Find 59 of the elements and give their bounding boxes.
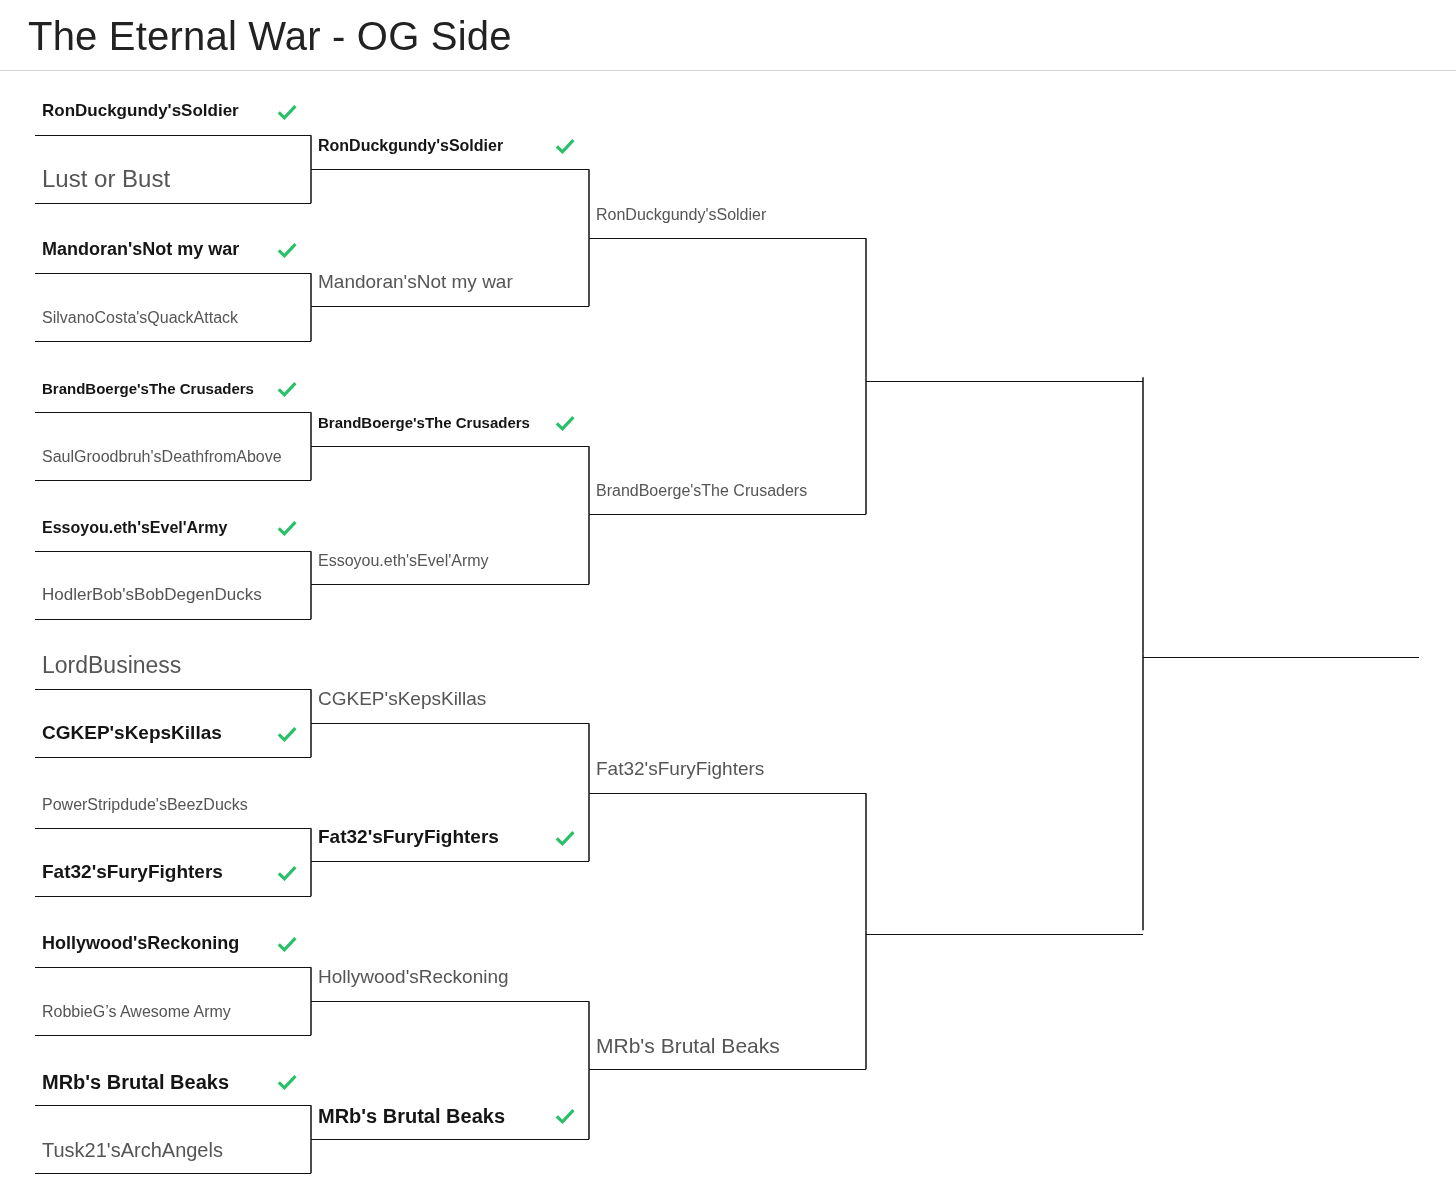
team-name: RonDuckgundy'sSoldier: [596, 204, 767, 225]
bracket-connector: [310, 1138, 312, 1174]
team-name: Essoyou.eth'sEvel'Army: [42, 517, 228, 538]
team-name: CGKEP'sKepsKillas: [42, 722, 222, 745]
bracket-connector: [310, 1000, 312, 1036]
bracket-connector: [310, 583, 312, 620]
bracket-connector: [310, 1104, 312, 1140]
bracket-connector: [310, 966, 312, 1002]
bracket-connector: [310, 411, 312, 447]
bracket-connector: [310, 827, 312, 862]
bracket-connector: [310, 272, 312, 307]
bracket-connector: [588, 722, 590, 794]
team-name: CGKEP'sKepsKillas: [318, 688, 487, 711]
bracket-connector: [865, 376, 867, 515]
page-title: The Eternal War - OG Side: [28, 13, 512, 60]
bracket-connector: [588, 168, 590, 239]
team-name: MRb's Brutal Beaks: [596, 1032, 780, 1059]
bracket-connector: [310, 445, 312, 481]
team-name: BrandBoerge'sThe Crusaders: [318, 413, 530, 432]
bracket-connector: [588, 792, 590, 862]
team-name: Mandoran'sNot my war: [42, 238, 240, 261]
bracket-connector: [588, 237, 590, 307]
bracket-connector: [310, 134, 312, 170]
team-name: Essoyou.eth'sEvel'Army: [318, 550, 489, 571]
bracket-connector: [310, 722, 312, 758]
team-name: MRb's Brutal Beaks: [42, 1069, 230, 1094]
bracket-connector: [310, 860, 312, 897]
bracket-connector: [865, 792, 867, 931]
bracket-connector: [310, 305, 312, 342]
team-name: Tusk21'sArchAngels: [42, 1137, 223, 1162]
team-name: RonDuckgundy'sSoldier: [42, 101, 239, 122]
team-name: PowerStripdude'sBeezDucks: [42, 794, 248, 815]
bracket-connector: [310, 688, 312, 724]
team-name: Fat32'sFuryFighters: [596, 758, 765, 781]
bracket-connector: [310, 168, 312, 204]
bracket-connector: [588, 1068, 590, 1140]
team-name: SaulGroodbruh'sDeathfromAbove: [42, 446, 282, 467]
bracket-connector: [1142, 652, 1144, 931]
team-name: SilvanoCosta'sQuackAttack: [42, 307, 239, 328]
team-name: BrandBoerge'sThe Crusaders: [42, 379, 254, 398]
team-name: Hollywood'sReckoning: [318, 966, 509, 989]
team-name: LordBusiness: [42, 651, 182, 680]
team-name: HodlerBob'sBobDegenDucks: [42, 585, 262, 606]
team-name: Mandoran'sNot my war: [318, 271, 513, 294]
team-name: Fat32'sFuryFighters: [318, 826, 499, 849]
team-name: Hollywood'sReckoning: [42, 932, 240, 955]
team-name: RonDuckgundy'sSoldier: [318, 135, 504, 156]
bracket-connector: [1142, 376, 1144, 654]
team-name: Fat32'sFuryFighters: [42, 861, 223, 884]
team-name: RobbieG’s Awesome Army: [42, 1001, 231, 1022]
bracket-connector: [588, 445, 590, 515]
bracket-connector: [865, 929, 867, 1070]
team-name: MRb's Brutal Beaks: [318, 1103, 506, 1128]
bracket-connector: [588, 513, 590, 585]
bracket-connector: [310, 550, 312, 585]
bracket-connector: [865, 237, 867, 378]
team-name: BrandBoerge'sThe Crusaders: [596, 480, 808, 501]
bracket-connector: [588, 1000, 590, 1070]
team-name: Lust or Bust: [42, 165, 171, 194]
